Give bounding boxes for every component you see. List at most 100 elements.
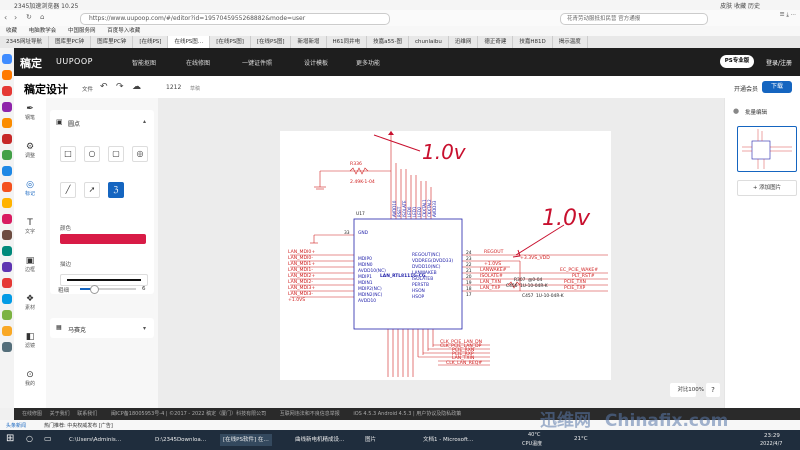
sidebar-app-icon[interactable]: [2, 182, 12, 192]
browser-tab[interactable]: 图库里PC钟: [91, 36, 134, 48]
square-shape-button[interactable]: □: [60, 146, 76, 162]
tool-border[interactable]: ▣边框: [14, 256, 46, 288]
footer-link[interactable]: 关于我们: [49, 411, 70, 417]
canvas-size[interactable]: 1212: [166, 84, 182, 91]
browser-tab[interactable]: 德正奇建: [478, 36, 514, 48]
app-logo[interactable]: 稿定: [20, 57, 42, 70]
browser-tab[interactable]: [在线PS]: [133, 36, 169, 48]
browser-tab-active[interactable]: 在线PS图…: [168, 36, 211, 48]
taskbar-item[interactable]: C:\Users\Adminis…: [69, 437, 122, 443]
tool-adjust[interactable]: ⚙调整: [14, 142, 46, 174]
bookmark-item[interactable]: 收藏: [6, 28, 18, 34]
collapse-icon[interactable]: ▴: [142, 118, 146, 125]
browser-tab[interactable]: 图库里PC钟: [49, 36, 92, 48]
sidebar-app-icon[interactable]: [2, 246, 12, 256]
nav-item[interactable]: 设计模板: [304, 60, 329, 67]
nav-item[interactable]: 更多功能: [356, 60, 381, 67]
hot-recommend[interactable]: 热门推荐: 中央权威发布 [广告]: [44, 423, 113, 429]
tool-mark[interactable]: ◎标记: [14, 180, 46, 212]
color-swatch[interactable]: [60, 234, 146, 244]
download-button[interactable]: 下载: [762, 81, 792, 93]
sidebar-app-icon[interactable]: [2, 294, 12, 304]
sidebar-app-icon[interactable]: [2, 326, 12, 336]
browser-tab[interactable]: chunlaibu: [409, 36, 449, 48]
pen-shape-button-active[interactable]: ℨ: [108, 182, 124, 198]
cloud-save-icon[interactable]: ☁: [132, 82, 141, 92]
start-icon[interactable]: ⊞: [6, 433, 15, 444]
ring-shape-button[interactable]: ◎: [132, 146, 148, 162]
bookmark-item[interactable]: 中国服务网: [68, 28, 96, 34]
browser-tab[interactable]: 新增新增: [291, 36, 327, 48]
nav-item[interactable]: 一键证件照: [242, 60, 273, 67]
zoom-level[interactable]: 100%: [688, 387, 704, 393]
page-thumbnail[interactable]: [737, 126, 797, 172]
help-button[interactable]: ?: [706, 383, 720, 397]
sidebar-app-icon[interactable]: [2, 134, 12, 144]
line-shape-button[interactable]: ╱: [60, 182, 76, 198]
browser-tab[interactable]: [在线PS图]: [210, 36, 251, 48]
redo-icon[interactable]: ↷: [116, 82, 124, 92]
thickness-slider-handle[interactable]: [90, 285, 99, 294]
compare-button[interactable]: 对比: [670, 383, 696, 397]
mosaic-card[interactable]: ▦ 马赛克 ▾: [50, 318, 154, 338]
canvas-image[interactable]: R336 2.49K-1-04 LAN_MDI0+ LAN_MDI0- LAN_…: [280, 131, 611, 380]
browser-tab[interactable]: 揭示温度: [553, 36, 588, 48]
url-input[interactable]: https://www.uupoop.com/#/editor?id=19570…: [80, 13, 390, 25]
forward-icon[interactable]: ›: [14, 13, 18, 22]
tool-pen[interactable]: ✒钢笔: [14, 104, 46, 136]
titlebar-actions[interactable]: 皮肤 收藏 历史: [720, 3, 760, 10]
ps-pro-button[interactable]: PS专业版: [720, 55, 754, 68]
footer-link[interactable]: 在线修图: [22, 411, 43, 417]
file-menu[interactable]: 文件: [82, 87, 94, 93]
sidebar-app-icon[interactable]: [2, 166, 12, 176]
sidebar-app-icon[interactable]: [2, 118, 12, 128]
arrow-shape-button[interactable]: ➚: [84, 182, 100, 198]
browser-tab[interactable]: 2345网址导航: [0, 36, 49, 48]
browser-tab[interactable]: 技嘉a55-图: [367, 36, 409, 48]
back-icon[interactable]: ‹: [4, 13, 8, 22]
batch-edit-button[interactable]: 批量编辑: [745, 110, 768, 116]
sidebar-app-icon[interactable]: [2, 86, 12, 96]
nav-item[interactable]: 在线修图: [186, 60, 211, 67]
sidebar-app-icon[interactable]: [2, 150, 12, 160]
news-link[interactable]: 头条新闻: [6, 423, 27, 429]
sidebar-app-icon[interactable]: [2, 278, 12, 288]
browser-tab[interactable]: 迅维网: [449, 36, 479, 48]
browser-tab[interactable]: [在线PS图]: [251, 36, 292, 48]
tool-filter[interactable]: ◧滤镜: [14, 332, 46, 364]
search-input[interactable]: 花青劳动服抵扣民营 官方通报: [560, 13, 708, 25]
sidebar-app-icon[interactable]: [2, 102, 12, 112]
task-view-icon[interactable]: ▭: [44, 434, 52, 443]
tool-mine[interactable]: ⊙我的: [14, 370, 46, 402]
bookmark-item[interactable]: 电脑教学会: [28, 28, 57, 34]
vip-button[interactable]: 开通会员: [733, 86, 758, 93]
browser-menu-icon[interactable]: ☰ ⤓ ⋯: [779, 12, 796, 18]
taskbar-item[interactable]: 曲线新电机精成设…: [295, 437, 345, 443]
sidebar-app-icon[interactable]: [2, 70, 12, 80]
add-image-button[interactable]: + 添加图片: [737, 180, 797, 196]
tool-assets[interactable]: ❖素材: [14, 294, 46, 326]
sidebar-app-icon[interactable]: [2, 262, 12, 272]
undo-icon[interactable]: ↶: [100, 82, 108, 92]
stroke-style-select[interactable]: [60, 274, 148, 286]
refresh-icon[interactable]: ↻: [26, 13, 32, 21]
nav-item[interactable]: 智能抠图: [132, 60, 157, 67]
sidebar-app-icon[interactable]: [2, 230, 12, 240]
footer-link[interactable]: 联系我们: [77, 411, 98, 417]
expand-icon[interactable]: ▾: [142, 325, 146, 332]
browser-tab[interactable]: 技嘉H81D: [513, 36, 553, 48]
sidebar-app-icon[interactable]: [2, 198, 12, 208]
sidebar-app-icon[interactable]: [2, 214, 12, 224]
taskbar-item-active[interactable]: [在线PS软件] 在…: [220, 434, 272, 446]
bookmark-item[interactable]: 百度导入收藏: [107, 28, 141, 34]
circle-shape-button[interactable]: ○: [84, 146, 100, 162]
sidebar-app-icon[interactable]: [2, 310, 12, 320]
rounded-square-button[interactable]: ▢: [108, 146, 124, 162]
taskbar-item[interactable]: D:\2345Downloa…: [155, 437, 207, 443]
sidebar-app-icon[interactable]: [2, 54, 12, 64]
taskbar-item[interactable]: 图片: [365, 437, 377, 443]
sidebar-app-icon[interactable]: [2, 342, 12, 352]
taskbar-item[interactable]: 文档1 - Microsoft…: [423, 437, 474, 443]
search-icon[interactable]: ○: [26, 434, 33, 443]
